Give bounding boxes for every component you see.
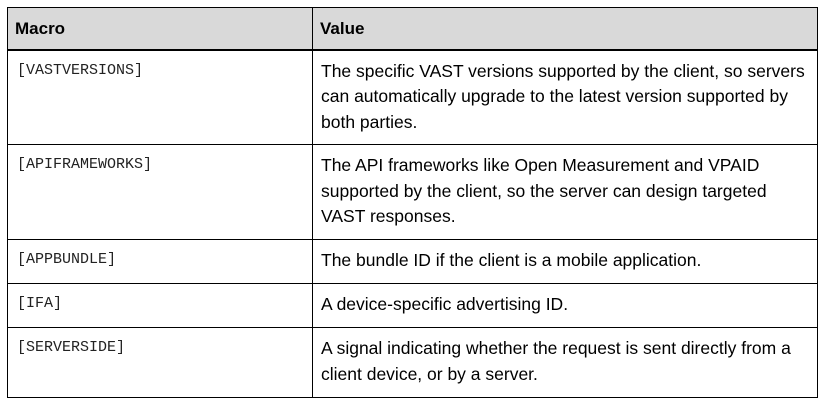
table-row: [APIFRAMEWORKS] The API frameworks like …: [7, 144, 818, 240]
table-body: [VASTVERSIONS] The specific VAST version…: [7, 49, 818, 398]
macro-cell: [IFA]: [7, 283, 313, 328]
value-cell: The specific VAST versions supported by …: [312, 49, 818, 145]
value-cell: A device-specific advertising ID.: [312, 283, 818, 328]
table-row: [IFA] A device-specific advertising ID.: [7, 283, 818, 328]
header-row: Macro Value: [7, 7, 818, 51]
value-cell: The bundle ID if the client is a mobile …: [312, 239, 818, 284]
value-cell: A signal indicating whether the request …: [312, 327, 818, 398]
macro-cell: [SERVERSIDE]: [7, 327, 313, 398]
macro-cell: [APPBUNDLE]: [7, 239, 313, 284]
macro-cell: [VASTVERSIONS]: [7, 49, 313, 145]
macro-table: Macro Value [VASTVERSIONS] The specific …: [7, 7, 818, 398]
table-row: [SERVERSIDE] A signal indicating whether…: [7, 327, 818, 398]
header-value: Value: [312, 7, 818, 51]
table-header: Macro Value: [7, 7, 818, 51]
value-cell: The API frameworks like Open Measurement…: [312, 144, 818, 240]
table-row: [VASTVERSIONS] The specific VAST version…: [7, 49, 818, 145]
table-row: [APPBUNDLE] The bundle ID if the client …: [7, 239, 818, 284]
header-macro: Macro: [7, 7, 313, 51]
macro-cell: [APIFRAMEWORKS]: [7, 144, 313, 240]
